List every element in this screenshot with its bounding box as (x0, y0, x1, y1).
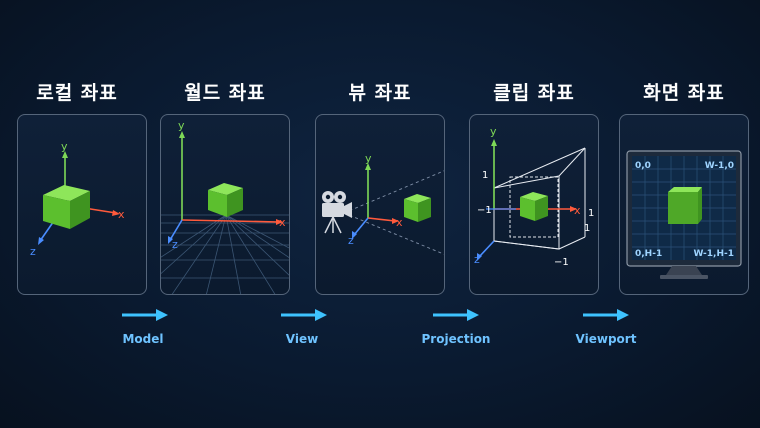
cube (404, 194, 431, 222)
panel-local: y x z (17, 114, 147, 295)
label-model: Model (122, 332, 164, 346)
cube (520, 192, 548, 221)
clip-label-bottom: −1 (554, 257, 569, 268)
stage-title-clip: 클립 좌표 (493, 82, 575, 104)
y-axis-label: y (490, 125, 497, 138)
clip-label-left: −1 (477, 205, 492, 216)
label-projection: Projection (421, 332, 491, 346)
screen-corner-top-left: 0,0 (635, 161, 651, 171)
camera-icon (322, 191, 352, 234)
arrow-projection (433, 309, 479, 321)
panel-world: y x z (160, 114, 290, 295)
label-viewport: Viewport (575, 332, 637, 346)
arrow-view (281, 309, 327, 321)
x-axis-label: x (118, 208, 125, 221)
z-axis-label: z (30, 245, 36, 258)
arrow-viewport (583, 309, 629, 321)
clip-label-top: 1 (482, 170, 488, 181)
z-axis-label: z (172, 238, 178, 251)
screen-corner-bottom-right: W-1,H-1 (694, 249, 734, 259)
x-axis-label: x (396, 216, 403, 229)
stage-title-view: 뷰 좌표 (348, 82, 412, 104)
clip-frustum (493, 147, 586, 250)
cube (43, 185, 90, 229)
y-axis-label: y (365, 152, 372, 165)
panel-clip: y x z 1 −1 1 1 −1 (469, 114, 599, 295)
clip-label-right-lower: 1 (584, 223, 590, 234)
y-axis-label: y (178, 119, 185, 132)
cube (668, 187, 702, 224)
clip-label-right-upper: 1 (588, 208, 594, 219)
stage-title-local: 로컬 좌표 (36, 82, 118, 104)
z-axis-label: z (474, 253, 480, 266)
y-axis-label: y (61, 140, 68, 153)
x-axis-label: x (574, 204, 581, 217)
stage-title-screen: 화면 좌표 (643, 82, 725, 104)
world-grid (161, 214, 289, 294)
panel-screen: 0,0 W-1,0 0,H-1 W-1,H-1 (619, 114, 749, 295)
screen-corner-top-right: W-1,0 (705, 161, 734, 171)
z-axis-label: z (348, 234, 354, 247)
cube (208, 183, 243, 217)
ndc-cube (509, 176, 559, 238)
x-axis-label: x (279, 216, 286, 229)
stage-title-world: 월드 좌표 (184, 82, 266, 104)
screen-corner-bottom-left: 0,H-1 (635, 249, 662, 259)
label-view: View (285, 332, 319, 346)
panel-view: y x z (315, 114, 445, 295)
arrow-model (122, 309, 168, 321)
